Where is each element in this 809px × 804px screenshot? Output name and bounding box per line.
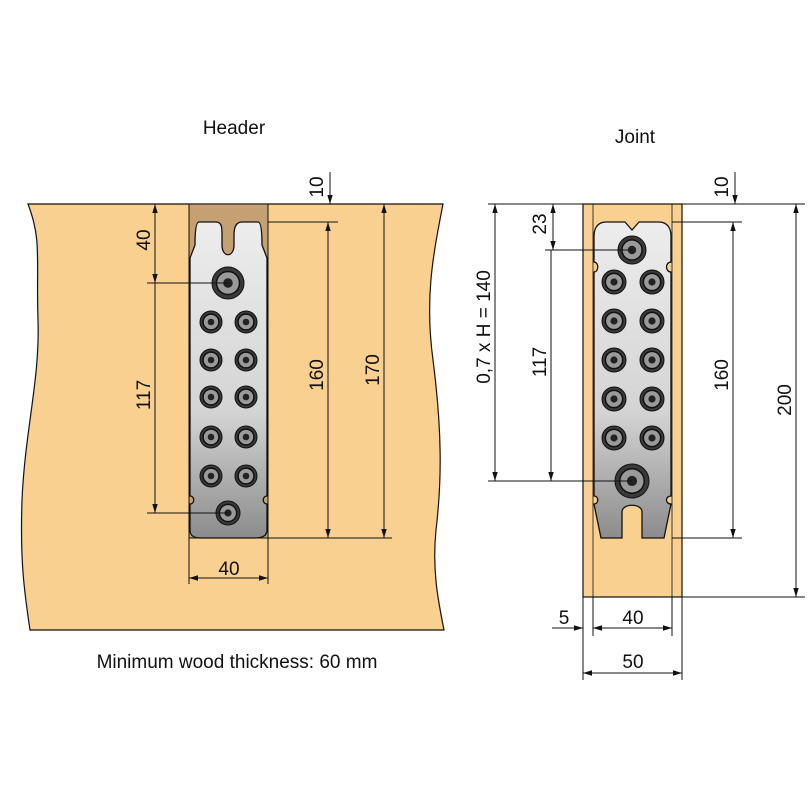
joint-dim-40: 40	[622, 608, 643, 629]
screw-icon	[639, 386, 665, 412]
screw-icon	[639, 308, 665, 334]
header-title: Header	[203, 118, 266, 139]
joint-dim-5: 5	[559, 608, 570, 629]
screw-icon	[639, 347, 665, 373]
screw-icon	[199, 310, 223, 334]
joint-dim-23: 23	[530, 213, 551, 234]
header-plate	[189, 221, 268, 539]
header-screws	[199, 266, 258, 526]
joint-dim-160: 160	[712, 359, 733, 391]
header-dim-10: 10	[307, 176, 328, 197]
joint-dim-10: 10	[712, 176, 733, 197]
min-thickness-note: Minimum wood thickness: 60 mm	[97, 652, 378, 673]
screw-icon	[199, 348, 223, 372]
joint-dim-200: 200	[775, 384, 796, 416]
joint-title: Joint	[615, 127, 656, 148]
screw-icon	[199, 464, 223, 488]
screw-icon	[234, 348, 258, 372]
screw-icon	[199, 385, 223, 409]
joint-dim-50: 50	[622, 652, 643, 673]
screw-icon	[234, 425, 258, 449]
header-dim-160: 160	[307, 359, 328, 391]
header-dim-width: 40	[218, 559, 239, 580]
screw-icon	[639, 425, 665, 451]
header-dimensions	[147, 172, 392, 584]
screw-icon	[234, 310, 258, 334]
screw-icon	[639, 269, 665, 295]
screw-icon	[601, 347, 627, 373]
screw-icon	[234, 385, 258, 409]
screw-icon	[234, 464, 258, 488]
header-dim-117: 117	[134, 380, 155, 410]
joint-plate	[593, 221, 672, 539]
joint-dim-140: 0,7 x H = 140	[474, 270, 495, 384]
screw-icon	[601, 308, 627, 334]
joint-dim-117: 117	[530, 347, 551, 377]
screw-icon	[601, 386, 627, 412]
joint-dimensions	[488, 172, 805, 680]
screw-icon	[601, 425, 627, 451]
screw-icon	[601, 269, 627, 295]
screw-icon	[199, 425, 223, 449]
header-dim-40: 40	[134, 229, 155, 250]
header-dim-170: 170	[363, 354, 384, 386]
